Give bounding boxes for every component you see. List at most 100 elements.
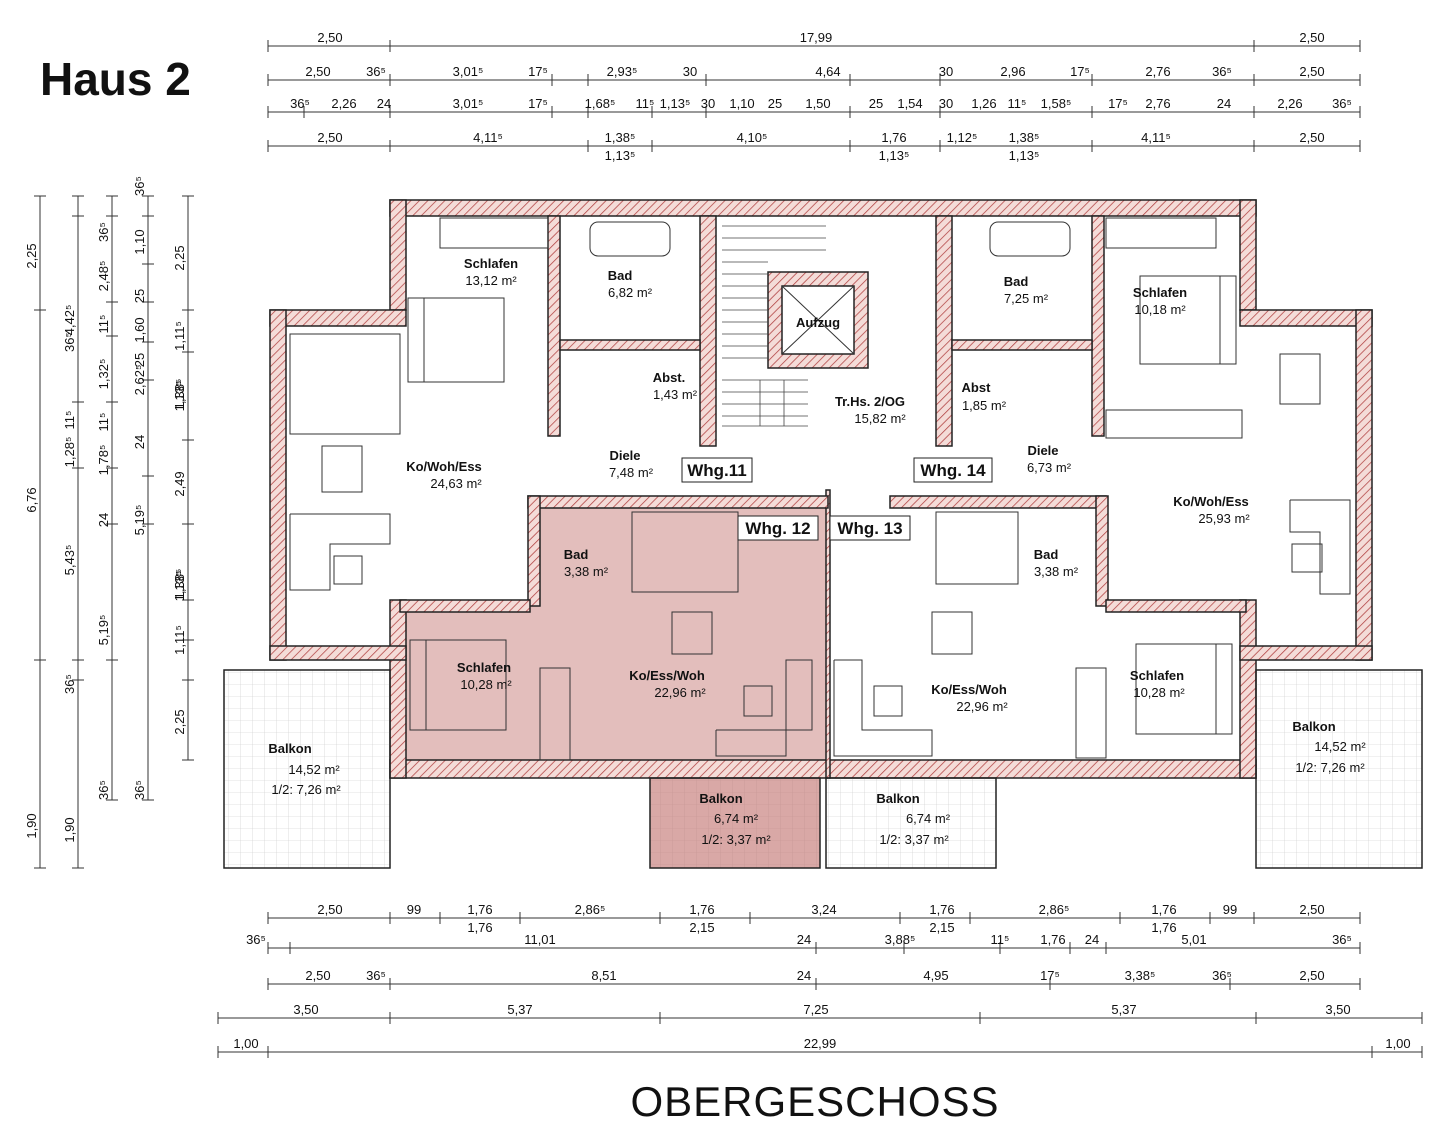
dimension-label: 4,42⁵ [62,305,77,336]
dimension-label: 2,50 [1299,902,1324,917]
unit-labels: Whg.11 Whg. 14 Whg. 12 Whg. 13 [681,457,993,541]
dimension-label: 2,15 [689,920,714,935]
dimension-label: 30 [701,96,715,111]
room-area: 10,18 m² [1134,302,1186,317]
stair-core: Aufzug [722,225,869,427]
dimension-label: 2,76 [1145,64,1170,79]
dimension-label: 3,50 [293,1002,318,1017]
dimension-label: 4,11⁵ [473,130,503,145]
room-area: 15,82 m² [854,411,906,426]
room-area: 6,74 m² [906,811,951,826]
dimension-label: 17⁵ [1108,96,1128,111]
dimension-label: 36⁵ [290,96,310,111]
dimension-label: 11⁵ [1008,96,1027,111]
dimension-label: 24 [797,968,811,983]
outer-walls [269,199,1373,779]
dimension-label: 5,19⁵ [132,505,147,536]
dimension-label: 1,00 [233,1036,258,1051]
dimension-label: 5,43⁵ [62,545,77,576]
dimension-label: 36⁵ [1332,932,1352,947]
dimension-label: 2,50 [317,30,342,45]
dimension-label: 2,26 [331,96,356,111]
room-name: Balkon [699,791,742,806]
dimension-label: 4,64 [815,64,840,79]
dimension-label: 30 [939,96,953,111]
room-area: 1/2: 7,26 m² [1295,760,1365,775]
dimension-label: 1,13⁵ [172,571,187,602]
dimension-label: 1,38⁵ [1009,130,1040,145]
dimension-label: 3,38⁵ [1125,968,1156,983]
room-area: 24,63 m² [430,476,482,491]
dimension-label: 36⁵ [132,176,147,196]
dimension-label: 5,37 [507,1002,532,1017]
dimension-label: 2,50 [317,902,342,917]
dimension-label: 25 [869,96,883,111]
dimension-label: 8,51 [591,968,616,983]
room-name: Ko/Woh/Ess [1173,494,1249,509]
dimension-label: 2,25 [24,243,39,268]
dimension-label: 17⁵ [528,64,548,79]
dimension-label: 1,10 [729,96,754,111]
dimension-label: 4,11⁵ [1141,130,1171,145]
dimension-label: 1,11⁵ [172,625,187,655]
dimension-label: 1,50 [805,96,830,111]
furniture [289,217,1351,761]
room-area: 3,38 m² [1034,564,1079,579]
dimension-label: 1,13⁵ [172,381,187,412]
dimension-label: 17,99 [800,30,833,45]
dimension-label: 3,88⁵ [885,932,916,947]
dimension-label: 5,37 [1111,1002,1136,1017]
room-name: Balkon [268,741,311,756]
dimension-label: 24 [1217,96,1231,111]
dimension-label: 1,76 [1151,920,1176,935]
dimension-label: 2,96 [1000,64,1025,79]
dimension-label: 1,11⁵ [172,321,187,351]
dimension-label: 36⁵ [96,780,111,800]
room-name: Schlafen [464,256,518,271]
dimension-label: 1,38⁵ [172,569,187,600]
page-title: Haus 2 [40,53,191,105]
dimension-label: 1,60 [132,317,147,342]
dimension-label: 1,76 [467,902,492,917]
dimension-label: 1,76 [1040,932,1065,947]
room-area: 3,38 m² [564,564,609,579]
room-name: Bad [564,547,589,562]
dimension-label: 1,58⁵ [1041,96,1072,111]
dimension-label: 30 [683,64,697,79]
dimension-label: 2,48⁵ [96,261,111,292]
dimension-label: 2,50 [1299,64,1324,79]
dimension-label: 36⁵ [1332,96,1352,111]
dimension-label: 25 [132,289,147,303]
dimension-label: 1,54 [897,96,922,111]
dimension-label: 1,78⁵ [96,445,111,476]
room-name: Ko/Woh/Ess [406,459,482,474]
dimension-label: 30 [939,64,953,79]
dimension-label: 3,01⁵ [453,96,484,111]
room-area: 14,52 m² [1314,739,1366,754]
dimension-label: 1,76 [881,130,906,145]
dimension-label: 7,25 [803,1002,828,1017]
dimension-label: 24 [132,435,147,449]
room-area: 1,43 m² [653,387,698,402]
dimension-label: 36⁵ [246,932,266,947]
room-name: Schlafen [457,660,511,675]
dimension-label: 11⁵ [96,413,111,432]
dimension-label: 2,62⁵ [132,365,147,396]
room-name: Abst. [653,370,686,385]
dimension-label: 2,49 [172,471,187,496]
room-area: 25,93 m² [1198,511,1250,526]
room-area: 6,82 m² [608,285,653,300]
unit-label-whg11: Whg.11 [687,461,747,480]
unit-label-whg13: Whg. 13 [837,519,902,538]
unit-label-whg14: Whg. 14 [920,461,986,480]
dimension-label: 36⁵ [366,968,386,983]
dimension-label: 99 [1223,902,1237,917]
dimension-label: 36⁵ [366,64,386,79]
